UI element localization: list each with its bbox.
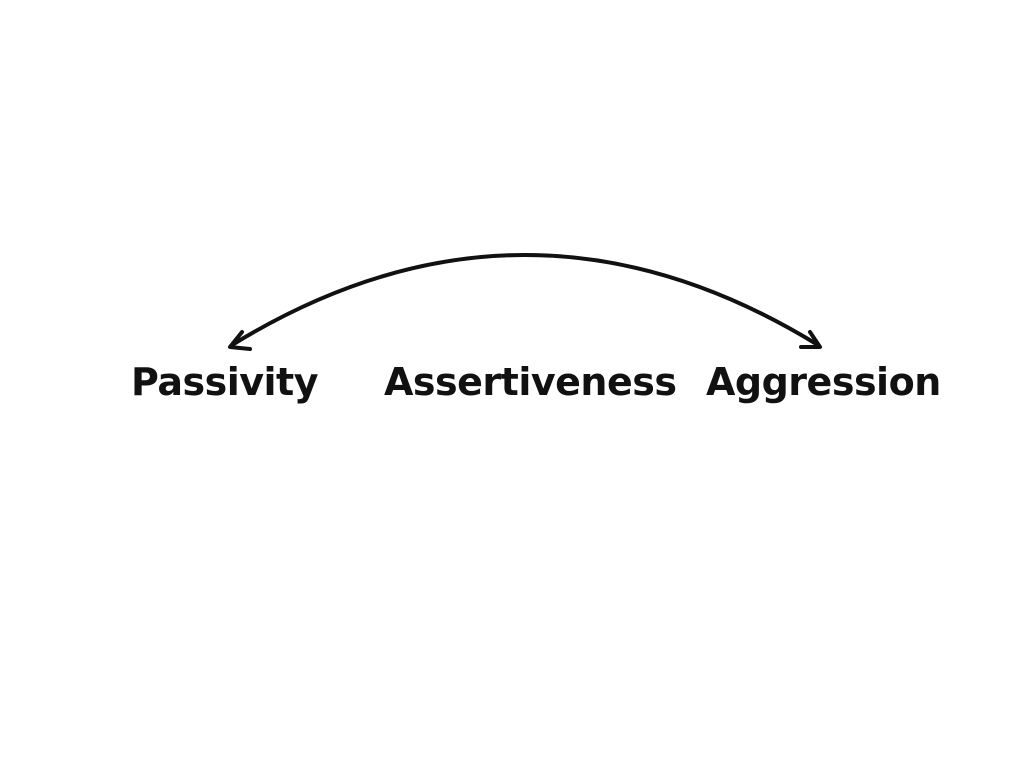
- arc-line: [230, 253, 820, 347]
- left-arrowhead-icon: [228, 330, 252, 351]
- aggression-label: Aggression: [706, 360, 941, 404]
- passivity-label: Passivity: [131, 360, 318, 404]
- assertiveness-label: Assertiveness: [384, 360, 677, 404]
- right-arrowhead-icon: [799, 330, 822, 349]
